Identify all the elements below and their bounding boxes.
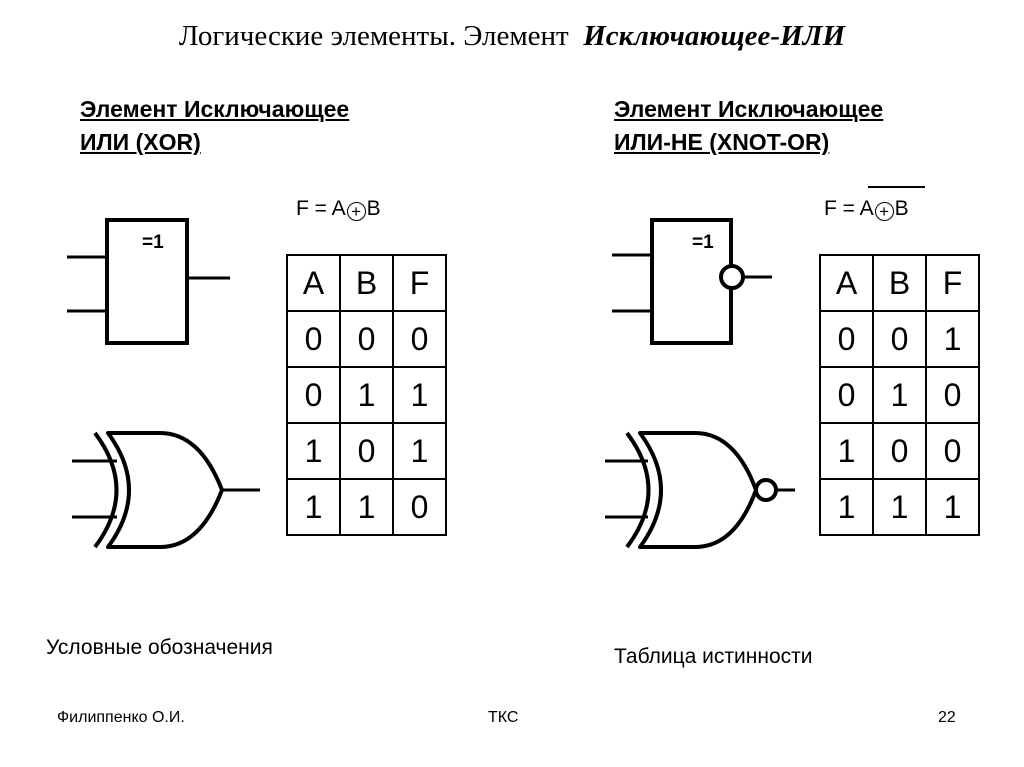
- table-header-cell: F: [392, 254, 447, 312]
- table-header-cell: F: [925, 254, 980, 312]
- table-cell: 0: [339, 422, 394, 480]
- table-row: 0 1 0: [819, 366, 980, 424]
- table-row: 0 1 1: [286, 366, 447, 424]
- table-cell: 0: [872, 310, 927, 368]
- table-cell: 1: [819, 478, 874, 536]
- xnor-gate-label: =1: [692, 232, 714, 253]
- table-header-cell: A: [819, 254, 874, 312]
- xnor-truth-table: A B F 0 0 1 0 1 0 1 0 0 1 1 1: [819, 254, 980, 536]
- table-cell: 1: [392, 366, 447, 424]
- xnor-formula: F = A+B: [824, 197, 909, 221]
- table-cell: 1: [872, 478, 927, 536]
- xor-gate-label: =1: [142, 232, 164, 253]
- xnor-ansi-gate-icon: [605, 431, 795, 549]
- table-cell: 1: [339, 478, 394, 536]
- xor-formula-lhs: F = A: [296, 197, 346, 220]
- table-cell: 1: [392, 422, 447, 480]
- title-emphasis: Исключающее: [583, 20, 771, 52]
- xnor-iec-gate-icon: [612, 218, 772, 345]
- table-row: 1 1 0: [286, 478, 447, 536]
- table-row: 0 0 0: [286, 310, 447, 368]
- table-cell: 0: [819, 310, 874, 368]
- xor-iec-gate-icon: [67, 218, 230, 345]
- table-header-cell: A: [286, 254, 341, 312]
- table-cell: 0: [286, 310, 341, 368]
- xor-circled-plus-icon: +: [346, 202, 366, 221]
- xnor-heading-line2: ИЛИ-НЕ (XNOT-OR): [614, 129, 830, 155]
- xnor-heading: Элемент Исключающее ИЛИ-НЕ (XNOT-OR): [614, 93, 883, 159]
- table-cell: 1: [286, 422, 341, 480]
- xor-heading: Элемент Исключающее ИЛИ (XOR): [80, 93, 349, 159]
- table-cell: 0: [925, 366, 980, 424]
- table-header-cell: B: [339, 254, 394, 312]
- table-cell: 1: [339, 366, 394, 424]
- xnor-formula-lhs: F = A: [824, 197, 874, 220]
- table-row: 0 0 1: [819, 310, 980, 368]
- table-cell: 0: [819, 366, 874, 424]
- footer-page-number: 22: [938, 709, 956, 726]
- table-header-row: A B F: [819, 254, 980, 312]
- xnor-circled-plus-icon: +: [874, 202, 894, 221]
- table-cell: 0: [925, 422, 980, 480]
- xor-truth-table: A B F 0 0 0 0 1 1 1 0 1 1 1 0: [286, 254, 447, 536]
- table-cell: 1: [925, 310, 980, 368]
- table-row: 1 0 0: [819, 422, 980, 480]
- footer-course: ТКС: [488, 709, 519, 726]
- table-header-cell: B: [872, 254, 927, 312]
- xor-ansi-gate-icon: [72, 431, 260, 549]
- xnor-formula-overline: [868, 186, 925, 188]
- xnor-formula-rhs: B: [894, 197, 909, 220]
- table-cell: 1: [819, 422, 874, 480]
- title-suffix: -ИЛИ: [770, 20, 846, 52]
- table-cell: 1: [286, 478, 341, 536]
- xor-heading-line2: ИЛИ (XOR): [80, 129, 201, 155]
- footer-author: Филиппенко О.И.: [57, 709, 185, 726]
- slide-title: Логические элементы. Элемент Исключающее…: [0, 20, 1024, 53]
- title-prefix: Логические элементы. Элемент: [178, 20, 569, 52]
- xnor-heading-line1: Элемент Исключающее: [614, 96, 884, 122]
- table-cell: 0: [339, 310, 394, 368]
- table-cell: 0: [286, 366, 341, 424]
- xor-formula-rhs: B: [366, 197, 381, 220]
- table-cell: 0: [392, 478, 447, 536]
- table-cell: 1: [872, 366, 927, 424]
- table-cell: 1: [925, 478, 980, 536]
- xor-formula: F = A+B: [296, 197, 381, 221]
- symbols-caption: Условные обозначения: [46, 636, 273, 659]
- table-header-row: A B F: [286, 254, 447, 312]
- table-row: 1 0 1: [286, 422, 447, 480]
- table-row: 1 1 1: [819, 478, 980, 536]
- table-cell: 0: [872, 422, 927, 480]
- table-cell: 0: [392, 310, 447, 368]
- truth-table-caption: Таблица истинности: [614, 645, 813, 668]
- xor-heading-line1: Элемент Исключающее: [80, 96, 350, 122]
